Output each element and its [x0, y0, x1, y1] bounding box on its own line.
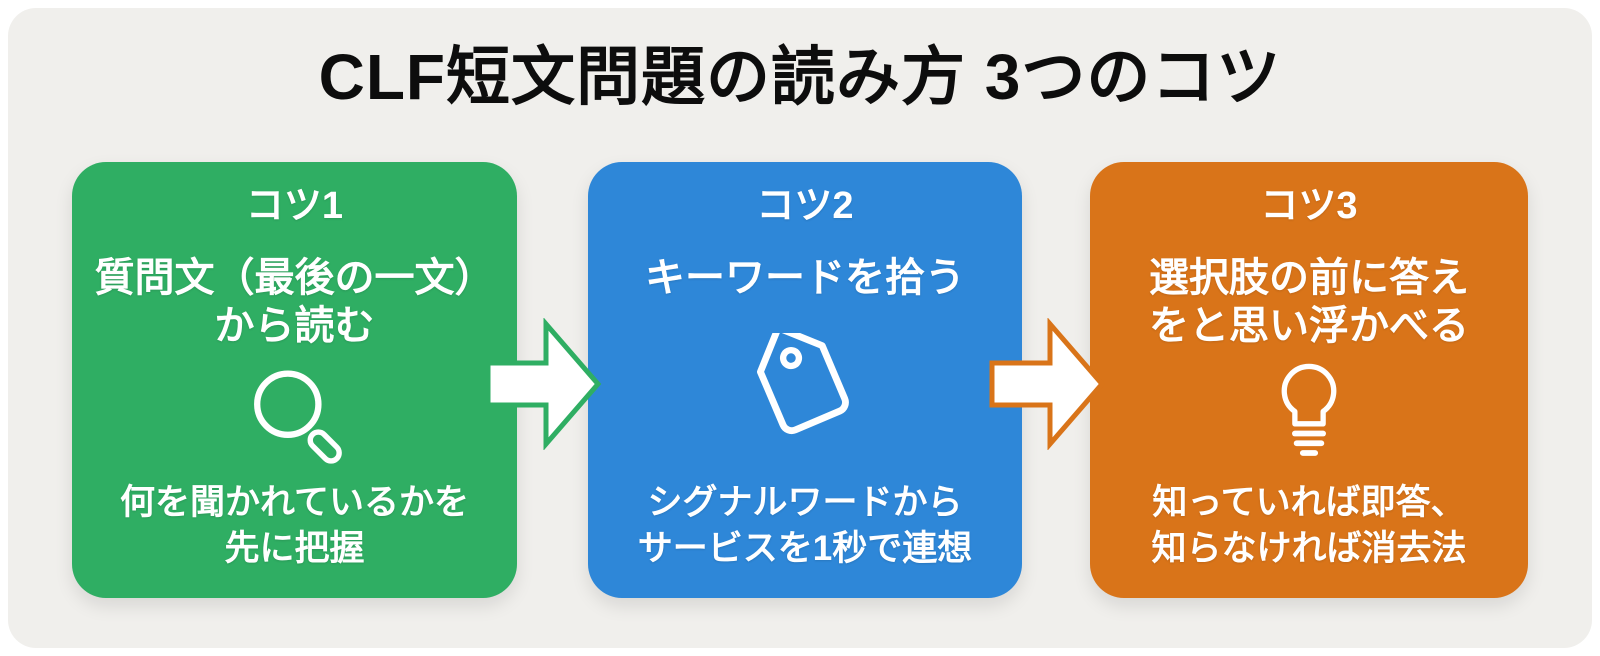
flow-arrow-1 [484, 318, 604, 450]
tip-3-heading: 選択肢の前に答え をと思い浮かべる [1149, 255, 1469, 349]
tag-icon [747, 302, 863, 479]
page-title: CLF短文問題の読み方 3つのコツ [318, 41, 1282, 113]
tip-card-3: コツ3 選択肢の前に答え をと思い浮かべる 知っていれば即答、 知らなければ消去… [1090, 162, 1528, 598]
lightbulb-icon [1256, 351, 1362, 479]
tip-2-heading: キーワードを拾う [645, 255, 965, 300]
tip-card-2: コツ2 キーワードを拾う シグナルワードから サービスを1秒で連想 [588, 162, 1022, 598]
tip-3-number: コツ3 [1260, 185, 1358, 227]
tip-card-1: コツ1 質問文（最後の一文） から読む 何を聞かれているかを 先に把握 [72, 162, 517, 598]
tip-3-note: 知っていれば即答、 知らなければ消去法 [1151, 482, 1467, 568]
flow-arrow-1-shape [485, 318, 602, 450]
tip-1-heading: 質問文（最後の一文） から読む [94, 255, 495, 349]
magnifier-icon [241, 351, 349, 479]
flow-arrow-2-shape [989, 318, 1106, 450]
tip-1-number: コツ1 [245, 185, 344, 227]
flow-arrow-2 [988, 318, 1108, 450]
tip-2-note: シグナルワードから サービスを1秒で連想 [637, 482, 973, 568]
tip-2-number: コツ2 [756, 185, 854, 227]
tip-1-note: 何を聞かれているかを 先に把握 [120, 482, 469, 568]
